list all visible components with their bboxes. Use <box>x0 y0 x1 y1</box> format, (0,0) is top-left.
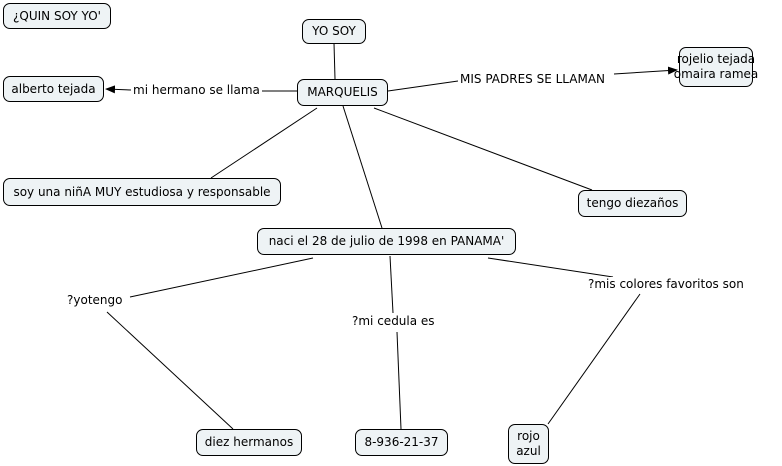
madre-name: omaira ramea <box>673 67 759 81</box>
line-yosoy-marquelis <box>333 42 336 80</box>
node-cedula[interactable]: 8-936-21-37 <box>355 429 448 456</box>
line-cedula-numero <box>396 331 402 430</box>
node-estudiosa[interactable]: soy una niñA MUY estudiosa y responsable <box>3 178 281 206</box>
line-nacimiento-cedula <box>389 255 394 314</box>
node-marquelis[interactable]: MARQUELIS <box>297 79 388 106</box>
node-padres[interactable]: rojelio tejada omaira ramea <box>674 47 758 87</box>
node-yo-soy[interactable]: YO SOY <box>302 19 366 44</box>
line-nacimiento-colores <box>487 257 614 278</box>
color-rojo: rojo <box>517 429 540 443</box>
node-title[interactable]: ¿QUIN SOY YO' <box>3 3 111 29</box>
line-marquelis-edad <box>373 107 593 191</box>
node-hermanos[interactable]: diez hermanos <box>196 429 302 456</box>
line-nacimiento-yotengo <box>129 257 314 298</box>
padre-name: rojelio tejada <box>676 52 756 66</box>
arrow-hermano-alberto <box>105 85 132 94</box>
node-nacimiento[interactable]: naci el 28 de julio de 1998 en PANAMA' <box>257 228 516 255</box>
node-edad[interactable]: tengo diezaños <box>578 190 687 217</box>
color-azul: azul <box>516 444 541 458</box>
link-colores[interactable]: ?mis colores favoritos son <box>586 277 746 292</box>
link-padres[interactable]: MIS PADRES SE LLAMAN <box>458 72 608 87</box>
line-marquelis-nacimiento <box>342 105 383 229</box>
link-cedula[interactable]: ?mi cedula es <box>350 314 437 329</box>
arrow-padres-nombres <box>613 66 678 75</box>
link-yotengo[interactable]: ?yotengo <box>65 293 125 308</box>
line-yotengo-hermanos <box>106 311 234 430</box>
link-hermano[interactable]: mi hermano se llama <box>131 83 262 98</box>
line-marquelis-padres <box>387 80 459 92</box>
node-alberto[interactable]: alberto tejada <box>3 76 104 102</box>
node-colores[interactable]: rojo azul <box>508 424 549 464</box>
line-colores-valores <box>547 293 641 425</box>
line-marquelis-estudiosa <box>210 107 318 179</box>
